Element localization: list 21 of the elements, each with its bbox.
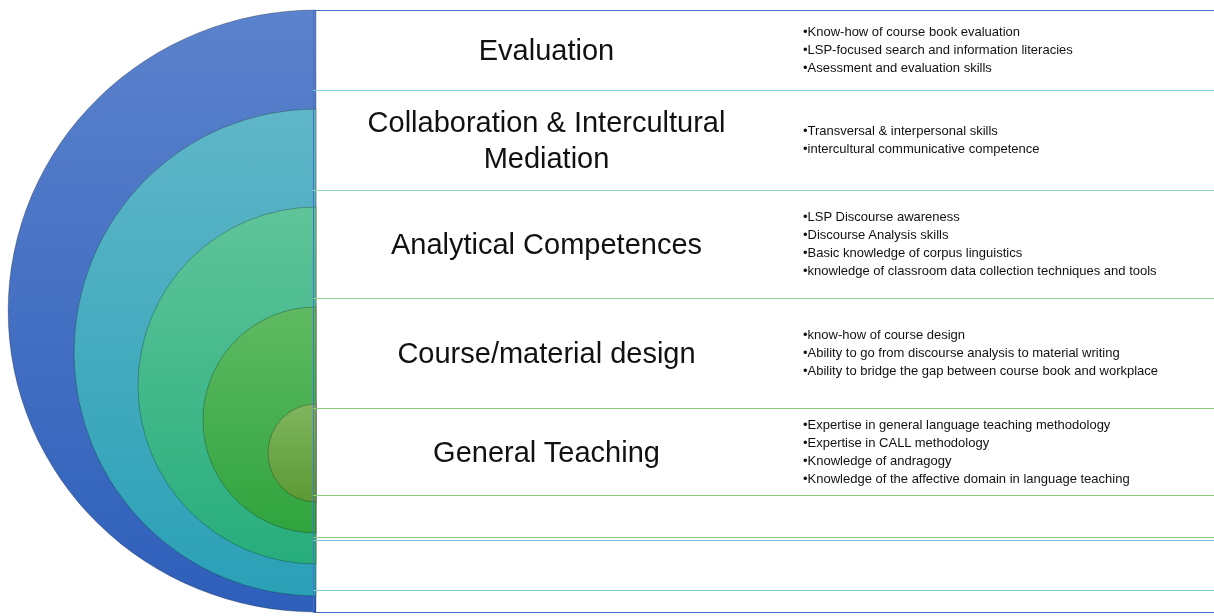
bullet-item: •Expertise in CALL methodology (803, 433, 991, 452)
bullet-item: •Knowledge of andragogy (803, 451, 953, 470)
competence-heading: General Teaching (432, 434, 661, 470)
bullet-item: •Asessment and evaluation skills (803, 59, 993, 77)
bullet-item: •Basic knowledge of corpus linguistics (803, 244, 1024, 262)
bullet-item: •Ability to go from discourse analysis to material writing (803, 344, 1121, 362)
bullet-item: •Expertise in general language teaching methodology (803, 415, 1112, 434)
competence-heading: Analytical Competences (389, 227, 704, 262)
bullet-item: •know-how of course design (803, 326, 967, 344)
bullet-item: •LSP Discourse awareness (803, 208, 961, 226)
competence-heading: Collaboration & Intercultural Mediation (366, 105, 727, 176)
competence-heading: Evaluation (477, 33, 616, 68)
bullet-item: •Discourse Analysis skills (803, 226, 950, 244)
bullet-item: •intercultural communicative competence (803, 140, 1041, 158)
bullet-item: •Knowledge of the affective domain in language teaching (803, 469, 1131, 488)
bullet-item: •LSP-focused search and information literacies (803, 41, 1074, 59)
bullet-item: •knowledge of classroom data collection techniques and tools (803, 262, 1158, 280)
bullet-item: •Know-how of course book evaluation (803, 23, 1021, 41)
bullet-item: •Ability to bridge the gap between course book and workplace (803, 362, 1160, 380)
bullet-item: •Transversal & interpersonal skills (803, 122, 999, 140)
competence-heading: Course/material design (396, 336, 697, 371)
